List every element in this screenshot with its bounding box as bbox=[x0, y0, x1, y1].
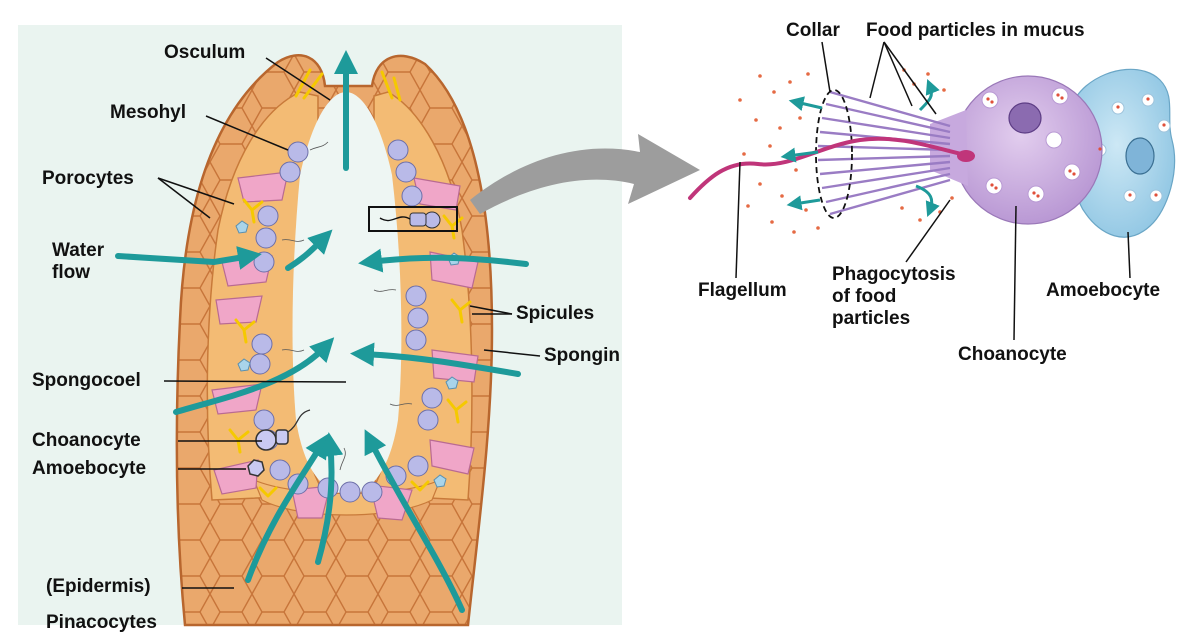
label-spongocoel: Spongocoel bbox=[32, 370, 141, 392]
label-food-particles: Food particles in mucus bbox=[866, 20, 1085, 42]
label-choanocyte-left: Choanocyte bbox=[32, 430, 141, 452]
label-flagellum: Flagellum bbox=[698, 280, 787, 302]
label-spongin: Spongin bbox=[544, 345, 620, 367]
label-phagocytosis: Phagocytosis of food particles bbox=[832, 264, 972, 330]
label-amoebocyte-left: Amoebocyte bbox=[32, 458, 146, 480]
label-amoebocyte-right: Amoebocyte bbox=[1046, 280, 1160, 302]
choanocyte-cell bbox=[954, 76, 1102, 224]
label-porocytes: Porocytes bbox=[42, 168, 134, 190]
label-water-flow: Water flow bbox=[52, 240, 124, 284]
flagellum-strand bbox=[690, 139, 970, 198]
label-osculum: Osculum bbox=[164, 42, 245, 64]
label-spicules: Spicules bbox=[516, 303, 594, 325]
label-choanocyte-right: Choanocyte bbox=[958, 344, 1067, 366]
label-pinacocytes: Pinacocytes bbox=[46, 612, 157, 634]
label-epidermis: (Epidermis) bbox=[46, 576, 151, 598]
label-mesohyl: Mesohyl bbox=[110, 102, 186, 124]
sponge-body bbox=[177, 55, 492, 625]
label-collar: Collar bbox=[786, 20, 840, 42]
